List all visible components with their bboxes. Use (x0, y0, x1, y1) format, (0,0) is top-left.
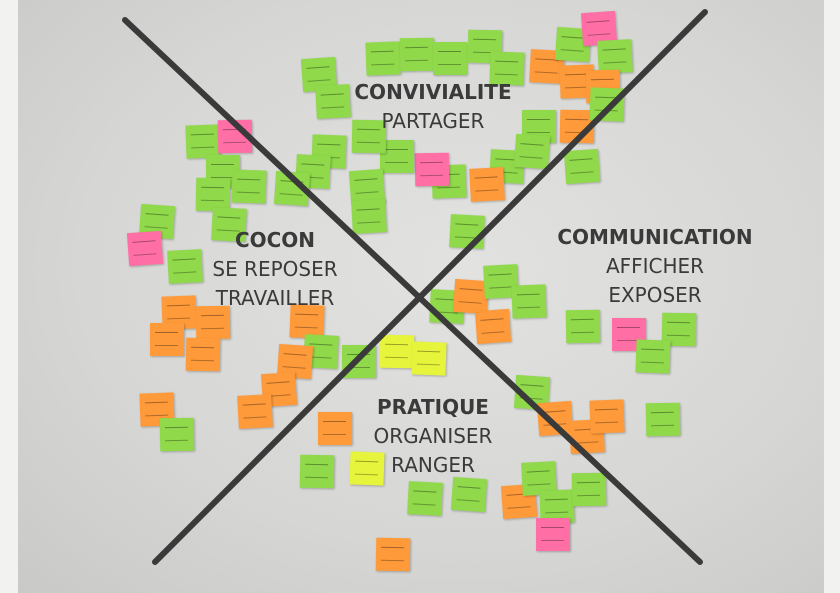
quadrant-subtitle: ORGANISER (373, 424, 493, 448)
sticky-note-green (433, 42, 467, 75)
sticky-note-green (380, 140, 414, 173)
quadrant-subtitle: SE REPOSER (212, 257, 338, 281)
quadrant-subtitle: RANGER (391, 453, 475, 477)
quadrant-subtitle: AFFICHER (605, 254, 705, 278)
quadrant-subtitle: EXPOSER (608, 283, 702, 307)
quadrant-title: CONVIVIALITE (354, 80, 512, 104)
sticky-note-pink (536, 518, 570, 551)
sticky-note-orange (150, 323, 184, 356)
quadrant-cocon: COCON SE REPOSER TRAVAILLER (212, 226, 337, 313)
quadrant-pratique: PRATIQUE ORGANISER RANGER (374, 393, 493, 480)
sticky-note-orange (318, 412, 352, 445)
quadrant-title: PRATIQUE (377, 395, 489, 419)
quadrant-subtitle: PARTAGER (381, 109, 485, 133)
diagonal-line-1 (122, 17, 703, 565)
quadrant-title: COMMUNICATION (557, 225, 753, 249)
diagonal-line-2 (152, 9, 708, 565)
quadrant-subtitle: TRAVAILLER (215, 286, 335, 310)
quadrant-communication: COMMUNICATION AFFICHER EXPOSER (557, 223, 752, 310)
quadrant-title: COCON (234, 228, 316, 252)
quadrant-convivialite: CONVIVIALITE PARTAGER (354, 78, 511, 136)
